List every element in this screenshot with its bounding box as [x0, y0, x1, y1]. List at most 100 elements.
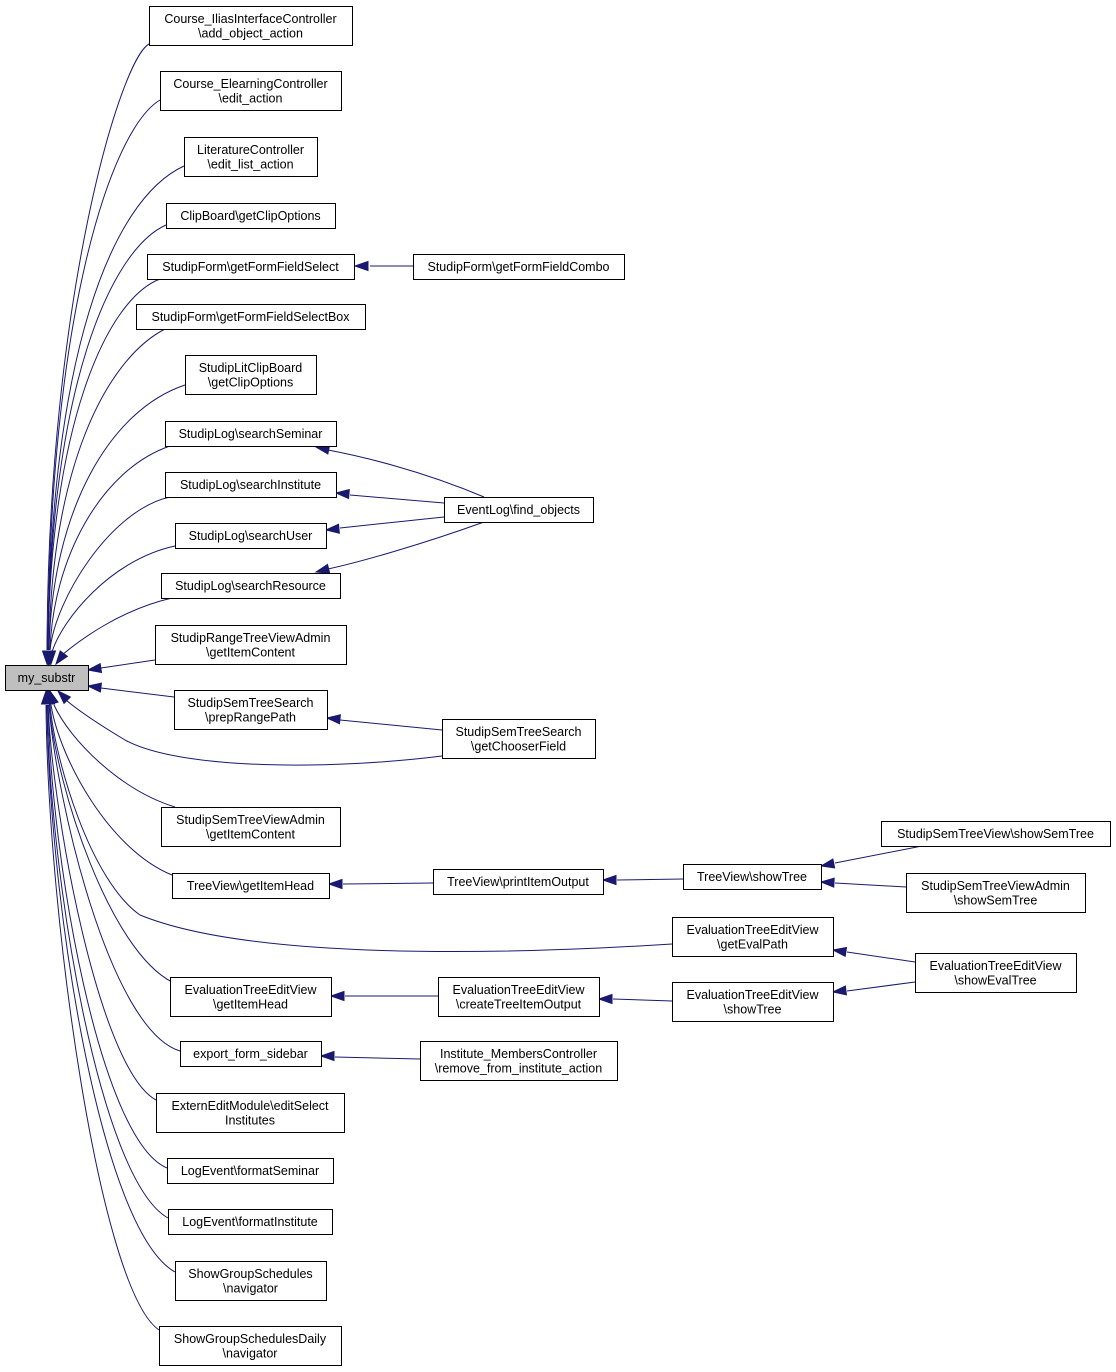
node-eval-showtree-right[interactable]: EvaluationTreeEditView\showEvalTree	[915, 953, 1077, 993]
node-box	[159, 1326, 342, 1366]
node-tree-itemhead[interactable]: TreeView\getItemHead	[172, 873, 330, 899]
edge-format-seminar-to-my-substr	[42, 689, 168, 1169]
edge-semtree-search-chooser-to-semtree-search-prep	[325, 714, 443, 731]
node-box	[175, 523, 327, 549]
node-eval-create[interactable]: EvaluationTreeEditView\createTreeItemOut…	[438, 977, 600, 1017]
node-course-ilias[interactable]: Course_IliasInterfaceController\add_obje…	[149, 6, 353, 46]
edge-tree-printitem-to-tree-itemhead	[327, 878, 434, 890]
edge-line	[46, 704, 176, 1273]
node-export-sidebar[interactable]: export_form_sidebar	[180, 1041, 322, 1067]
node-label: ShowGroupSchedulesDaily	[174, 1332, 327, 1346]
node-group-schedules[interactable]: ShowGroupSchedules\navigator	[175, 1261, 327, 1301]
arrowhead	[86, 662, 103, 674]
arrowhead	[314, 563, 331, 574]
edge-line	[47, 704, 157, 1101]
node-form-combo[interactable]: StudipForm\getFormFieldCombo	[413, 254, 625, 280]
edge-semtree-search-chooser-to-my-substr	[56, 689, 443, 766]
edges-layer	[40, 43, 923, 1331]
node-semtree-admin-show[interactable]: StudipSemTreeViewAdmin\showSemTree	[906, 873, 1086, 913]
edge-export-sidebar-to-my-substr	[43, 689, 181, 1052]
node-my-substr[interactable]: my_substr	[5, 665, 89, 691]
node-eval-showtree[interactable]: EvaluationTreeEditView\showTree	[672, 982, 834, 1022]
arrowhead	[334, 488, 350, 500]
edge-line	[47, 224, 167, 651]
edge-line	[327, 449, 485, 498]
node-label: \getChooserField	[471, 739, 566, 753]
node-eval-path[interactable]: EvaluationTreeEditView\getEvalPath	[672, 917, 834, 957]
node-semtree-admin-content[interactable]: StudipSemTreeViewAdmin\getItemContent	[161, 807, 341, 847]
node-log-resource[interactable]: StudipLog\searchResource	[161, 573, 341, 599]
node-semtree-search-prep[interactable]: StudipSemTreeSearch\prepRangePath	[174, 690, 328, 730]
node-format-seminar[interactable]: LogEvent\formatSeminar	[167, 1158, 334, 1184]
edge-find-objects-to-log-resource	[314, 521, 485, 574]
arrowhead	[819, 877, 835, 888]
arrowhead	[45, 650, 57, 666]
edge-line	[48, 328, 166, 651]
node-clipboard[interactable]: ClipBoard\getClipOptions	[166, 203, 336, 229]
node-label: \createTreeItemOutput	[456, 997, 582, 1011]
node-label: my_substr	[18, 671, 76, 685]
node-label: \navigator	[223, 1281, 278, 1295]
node-course-elearning[interactable]: Course_ElearningController\edit_action	[160, 71, 342, 111]
node-box	[161, 573, 341, 599]
node-institute-members[interactable]: Institute_MembersController\remove_from_…	[420, 1041, 618, 1081]
node-semtree-view-show[interactable]: StudipSemTreeView\showSemTree	[881, 821, 1111, 847]
node-eval-itemhead[interactable]: EvaluationTreeEditView\getItemHead	[170, 977, 332, 1017]
node-format-institute[interactable]: LogEvent\formatInstitute	[168, 1209, 333, 1235]
node-label: LiteratureController	[197, 143, 304, 157]
node-label: LogEvent\formatSeminar	[181, 1164, 319, 1178]
node-range-tree[interactable]: StudipRangeTreeViewAdmin\getItemContent	[155, 625, 347, 665]
edge-line	[53, 704, 176, 808]
node-form-select[interactable]: StudipForm\getFormFieldSelect	[147, 254, 355, 280]
node-litclipboard[interactable]: StudipLitClipBoard\getClipOptions	[185, 355, 317, 395]
arrowhead	[831, 985, 848, 996]
node-box	[906, 873, 1086, 913]
node-box	[155, 625, 347, 665]
node-box	[433, 869, 604, 895]
node-box	[672, 917, 834, 957]
node-semtree-search-chooser[interactable]: StudipSemTreeSearch\getChooserField	[442, 719, 596, 759]
edge-line	[49, 445, 171, 651]
edge-eval-showtree-to-eval-create	[597, 993, 673, 1005]
node-box	[438, 977, 600, 1017]
node-box	[442, 719, 596, 759]
node-tree-show[interactable]: TreeView\showTree	[683, 864, 822, 890]
node-label: \showTree	[724, 1002, 782, 1016]
node-log-institute[interactable]: StudipLog\searchInstitute	[165, 472, 337, 498]
edge-line	[46, 704, 169, 1219]
node-box	[160, 71, 342, 111]
node-box	[166, 203, 336, 229]
node-label: \prepRangePath	[205, 710, 296, 724]
node-label: \getEvalPath	[717, 937, 788, 951]
node-label: EvaluationTreeEditView	[686, 923, 819, 937]
edge-line	[48, 704, 173, 983]
node-form-selectbox[interactable]: StudipForm\getFormFieldSelectBox	[136, 304, 366, 330]
node-label: Institutes	[225, 1113, 275, 1127]
node-label: StudipRangeTreeViewAdmin	[171, 631, 331, 645]
node-label: TreeView\showTree	[697, 870, 807, 884]
node-label: StudipForm\getFormFieldSelect	[162, 260, 339, 274]
node-tree-printitem[interactable]: TreeView\printItemOutput	[433, 869, 604, 895]
node-box	[165, 421, 337, 447]
node-label: EventLog\find_objects	[457, 503, 580, 517]
edge-line	[65, 699, 443, 766]
node-label: EvaluationTreeEditView	[686, 988, 819, 1002]
node-log-seminar[interactable]: StudipLog\searchSeminar	[165, 421, 337, 447]
node-literature[interactable]: LiteratureController\edit_list_action	[184, 137, 318, 177]
node-find-objects[interactable]: EventLog\find_objects	[444, 497, 594, 523]
edge-form-select-to-my-substr	[42, 278, 161, 666]
node-group-schedules-daily[interactable]: ShowGroupSchedulesDaily\navigator	[159, 1326, 342, 1366]
arrowhead	[325, 714, 341, 725]
edge-line	[45, 704, 160, 1331]
node-label: EvaluationTreeEditView	[184, 983, 317, 997]
node-box	[184, 137, 318, 177]
edge-line	[51, 545, 176, 653]
node-label: StudipLitClipBoard	[199, 361, 303, 375]
edge-line	[339, 719, 443, 731]
edge-line	[846, 981, 916, 992]
node-box	[175, 1261, 327, 1301]
node-log-user[interactable]: StudipLog\searchUser	[175, 523, 327, 549]
edge-log-resource-to-my-substr	[55, 597, 173, 666]
node-label: \add_object_action	[198, 26, 303, 40]
